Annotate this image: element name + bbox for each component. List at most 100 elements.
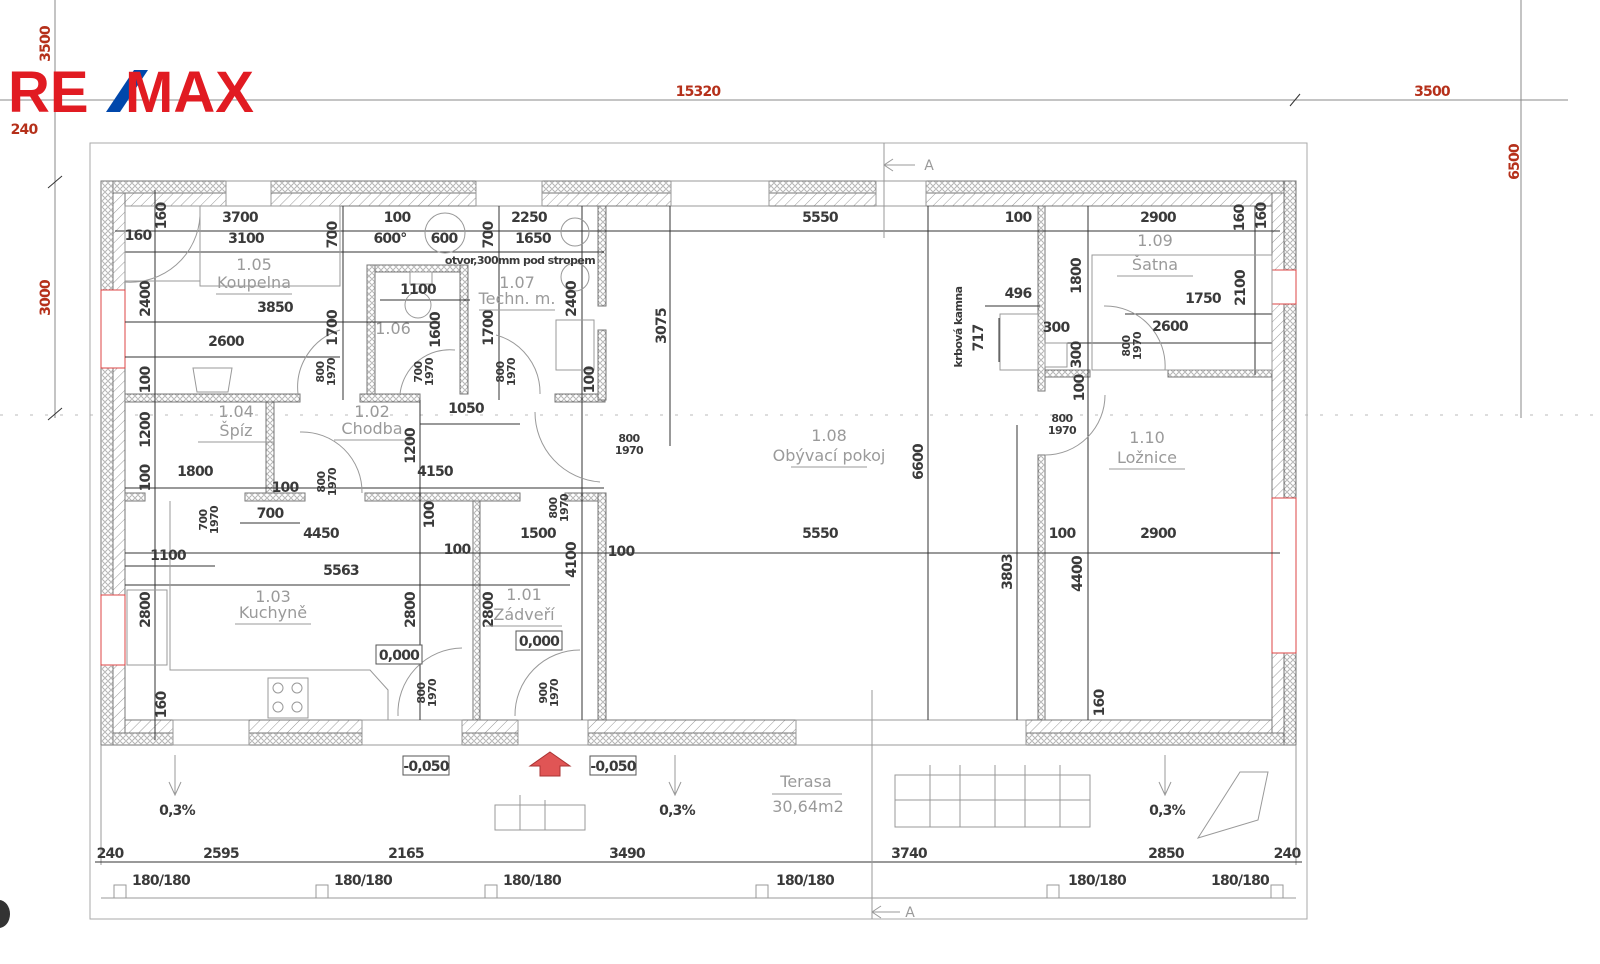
slope-label: 0,3%	[1149, 803, 1185, 819]
overall-dim-left-top: 3500	[38, 25, 54, 62]
dimension-label-vertical: 160	[154, 202, 170, 230]
door-height-label: 1970	[1131, 331, 1144, 360]
entrance-arrow-icon	[528, 751, 572, 777]
dimension-label: 100	[1005, 210, 1033, 226]
dimension-label: 1650	[515, 231, 552, 247]
dimension-label-vertical: 100	[422, 501, 438, 529]
door-height-label: 1970	[208, 505, 221, 534]
dimension-label: 3850	[257, 300, 294, 316]
dimension-label-vertical: 160	[154, 691, 170, 719]
dimension-label-vertical: 1700	[481, 309, 497, 346]
dimension-label: 2900	[1140, 210, 1177, 226]
dimension-label-vertical: 6600	[911, 443, 927, 480]
dimension-label-vertical: 2800	[138, 591, 154, 628]
remax-logo: RE MAX	[8, 60, 254, 125]
door-width-label: 700	[197, 508, 210, 530]
dimension-label-vertical: 100	[582, 366, 598, 394]
fireplace-label: krbová kamna	[952, 286, 965, 367]
door-width-label: 800	[547, 496, 560, 518]
door-width-label: 800	[315, 470, 328, 492]
room-number: 1.04	[218, 402, 254, 421]
door-height-label: 1970	[1048, 424, 1077, 437]
dimension-label-vertical: 1200	[403, 427, 419, 464]
fixtures	[124, 205, 1273, 720]
dimension-label: 1750	[1185, 291, 1222, 307]
door-swings	[297, 305, 1166, 717]
room-number: 1.09	[1137, 231, 1173, 250]
dimension-label: 4150	[417, 464, 454, 480]
overall-dim-right: 6500	[1507, 143, 1523, 180]
door-width-label: 800	[314, 360, 327, 382]
door-height-label: 1970	[326, 467, 339, 496]
section-mark-top: A	[924, 158, 934, 174]
scroll-indicator[interactable]	[0, 900, 10, 928]
dimension-label: 2900	[1140, 526, 1177, 542]
dimension-label: 100	[272, 480, 300, 496]
door-height-label: 1970	[548, 678, 561, 707]
overall-dimension-lines	[0, 0, 1600, 421]
room-name: Techn. m.	[478, 289, 556, 308]
door-width-label: 800	[1120, 334, 1133, 356]
dimension-label-vertical: 1800	[1069, 257, 1085, 294]
slope-label: 0,3%	[159, 803, 195, 819]
dimension-label-vertical: 100	[138, 366, 154, 394]
dimension-label: 100	[444, 542, 472, 558]
room-number: 1.06	[375, 319, 411, 338]
dimension-label: 160	[125, 228, 153, 244]
overall-dim-left-mid: 3000	[38, 279, 54, 316]
dimension-label-vertical: 160	[1232, 204, 1248, 232]
room-name: Obývací pokoj	[773, 446, 886, 465]
interior-walls	[124, 205, 1273, 721]
dimension-label: 100	[608, 544, 636, 560]
door-height-label: 1970	[558, 493, 571, 522]
dimension-label-vertical: 4400	[1070, 555, 1086, 592]
dimension-label: 3700	[222, 210, 259, 226]
elevation-box	[375, 644, 423, 665]
dimension-label: 5563	[323, 563, 359, 579]
logo-slash	[106, 70, 148, 112]
dimension-label-vertical: 700	[481, 221, 497, 249]
room-name: Chodba	[341, 419, 402, 438]
dimension-label-vertical: 1700	[325, 309, 341, 346]
room-name: Šatna	[1132, 255, 1178, 274]
dimension-label: 1100	[400, 282, 437, 298]
door-height-label: 1970	[505, 357, 518, 386]
section-mark-bottom: A	[905, 905, 915, 921]
bottom-dimension-label: 240	[1274, 846, 1302, 862]
overall-dim-top-left: 240	[11, 122, 39, 138]
door-width-label: 800	[618, 432, 640, 445]
dimension-label: 3100	[228, 231, 265, 247]
slope-label: 0,3%	[659, 803, 695, 819]
cooktop-icon	[267, 677, 309, 719]
dimension-label-vertical: 2400	[138, 280, 154, 317]
dimension-label-vertical: 100	[138, 464, 154, 492]
dimension-label: 5550	[802, 526, 839, 542]
paving-pattern	[494, 765, 1269, 839]
post-label: 180/180	[334, 873, 393, 889]
room-number: 1.05	[236, 255, 272, 274]
dimension-label-vertical: 2800	[481, 591, 497, 628]
dimension-label-vertical: 160	[1254, 202, 1270, 230]
fireplace-icon	[999, 313, 1039, 371]
sheet-frame	[89, 142, 1308, 920]
overall-dim-top-main: 15320	[676, 84, 722, 100]
room-name: Zádveří	[493, 605, 555, 624]
room-name: Špíz	[219, 421, 252, 440]
post-markers	[113, 884, 1284, 899]
bottom-dimension-label: 3740	[891, 846, 928, 862]
opening-note: otvor,300mm pod stropem	[445, 254, 595, 267]
dimension-label: 600	[431, 231, 459, 247]
terrace	[95, 143, 1302, 919]
dimension-label-vertical: 1200	[138, 411, 154, 448]
elevation-box	[515, 630, 563, 651]
dimension-label-vertical: 700	[325, 221, 341, 249]
room-name: Koupelna	[217, 273, 291, 292]
overall-dim-top-right: 3500	[1414, 84, 1451, 100]
room-number: 1.10	[1129, 428, 1165, 447]
dimension-label-vertical: 300	[1069, 341, 1085, 369]
room-number: 1.07	[499, 273, 535, 292]
door-height-label: 1970	[426, 678, 439, 707]
dimension-label: 100	[384, 210, 412, 226]
dimension-label: 5550	[802, 210, 839, 226]
